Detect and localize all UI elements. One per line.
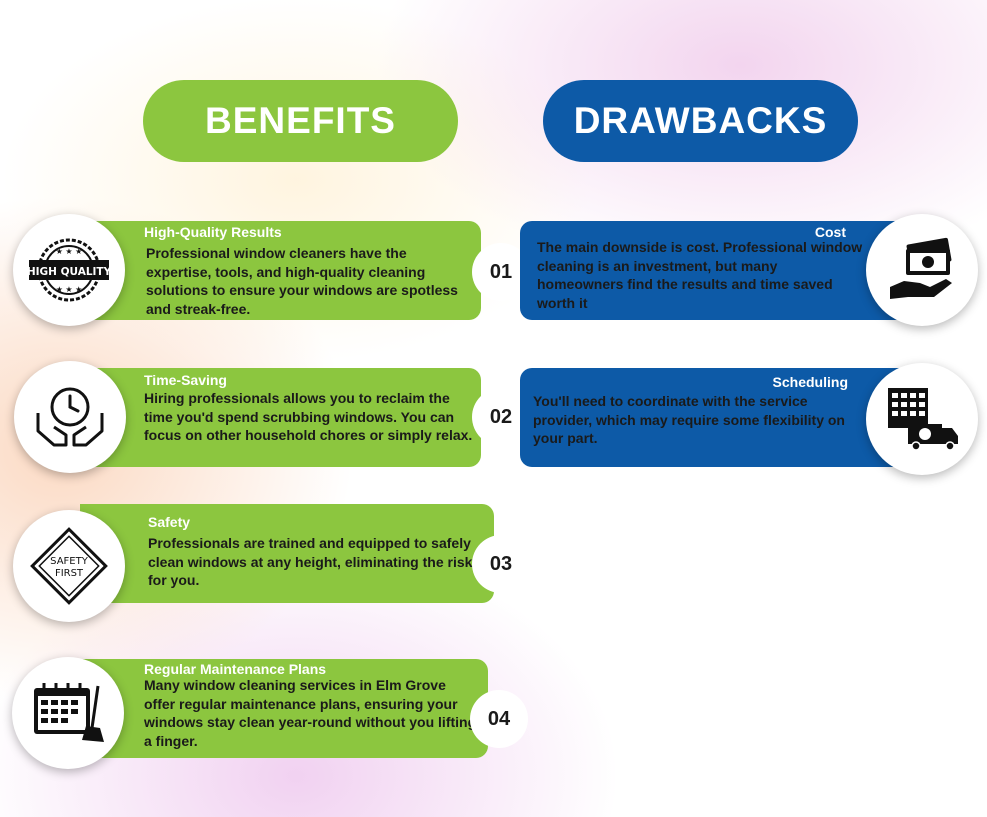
drawback-text: The main downside is cost. Professional … xyxy=(537,239,863,311)
benefit-icon-circle: SAFETY FIRST xyxy=(13,510,125,622)
drawback-card-cost: Cost The main downside is cost. Professi… xyxy=(520,221,906,320)
high-quality-badge-icon: HIGH QUALITY ★ ★ ★ ★ ★ ★ xyxy=(26,234,112,306)
calendar-broom-icon xyxy=(28,680,108,746)
benefit-title: High-Quality Results xyxy=(144,224,282,240)
drawback-title: Scheduling xyxy=(772,374,848,390)
sign-text: FIRST xyxy=(55,568,84,579)
badge-text: HIGH QUALITY xyxy=(27,266,112,278)
money-in-hand-icon xyxy=(886,237,958,303)
drawback-icon-circle xyxy=(866,363,978,475)
drawback-text: You'll need to coordinate with the servi… xyxy=(533,393,845,446)
benefit-title: Regular Maintenance Plans xyxy=(144,661,327,677)
benefit-card-high-quality: High-Quality Results Professional window… xyxy=(80,221,481,320)
benefit-card-safety: Safety Professionals are trained and equ… xyxy=(80,504,494,603)
safety-first-sign-icon: SAFETY FIRST xyxy=(27,524,111,608)
drawbacks-header: DRAWBACKS xyxy=(543,80,858,162)
benefit-icon-circle xyxy=(14,361,126,473)
drawback-card-scheduling: Scheduling You'll need to coordinate wit… xyxy=(520,368,906,467)
building-truck-icon xyxy=(882,384,962,454)
benefit-icon-circle: HIGH QUALITY ★ ★ ★ ★ ★ ★ xyxy=(13,214,125,326)
benefit-title: Time-Saving xyxy=(144,372,227,388)
benefit-icon-circle xyxy=(12,657,124,769)
benefit-text: Many window cleaning services in Elm Gro… xyxy=(144,677,477,749)
svg-text:★ ★ ★: ★ ★ ★ xyxy=(56,285,83,294)
drawback-title: Cost xyxy=(814,224,846,240)
benefit-card-maintenance: Regular Maintenance Plans Many window cl… xyxy=(80,659,488,758)
svg-text:★ ★ ★: ★ ★ ★ xyxy=(56,247,83,256)
number-badge: 03 xyxy=(472,535,530,593)
benefit-text: Professional window cleaners have the ex… xyxy=(146,245,458,317)
benefit-title: Safety xyxy=(148,514,191,530)
benefit-text: Hiring professionals allows you to recla… xyxy=(144,390,473,443)
drawback-icon-circle xyxy=(866,214,978,326)
number-badge: 04 xyxy=(470,690,528,748)
benefit-card-time-saving: Time-Saving Hiring professionals allows … xyxy=(80,368,481,467)
benefit-text: Professionals are trained and equipped t… xyxy=(148,535,473,588)
sign-text: SAFETY xyxy=(50,556,89,567)
clock-in-hands-icon xyxy=(32,383,108,451)
benefits-header: BENEFITS xyxy=(143,80,458,162)
